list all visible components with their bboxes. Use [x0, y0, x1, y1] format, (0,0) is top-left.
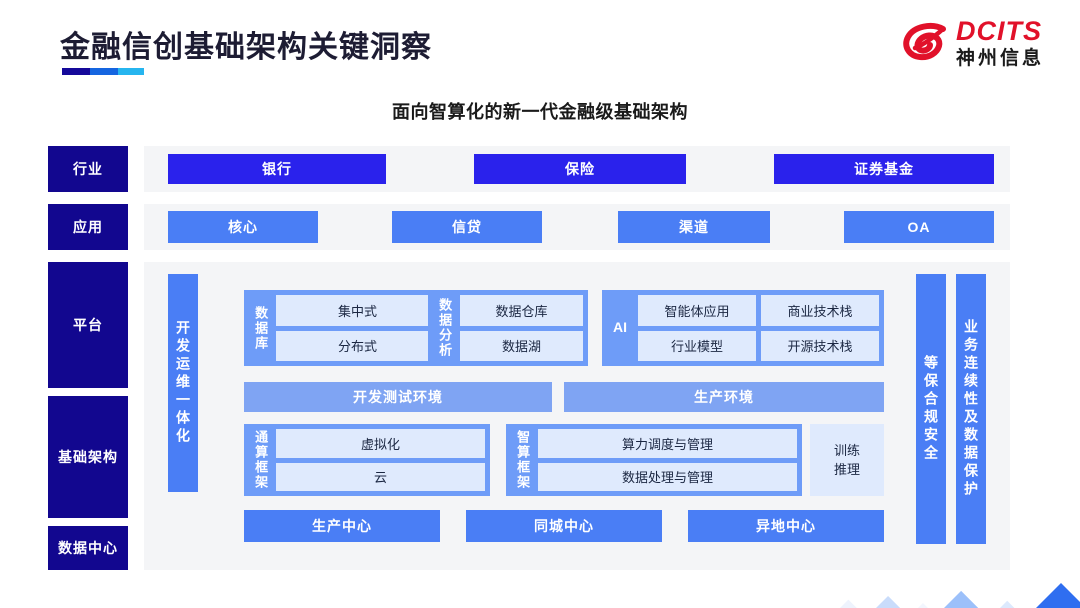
- group-ai-compute-framework[interactable]: 智算框架 算力调度与管理 数据处理与管理: [506, 424, 802, 496]
- deco-stripe-6: [1020, 582, 1080, 608]
- industry-row-panel: 银行 保险 证券基金: [144, 146, 1010, 192]
- group-data-analysis-cells: 数据仓库 数据湖: [460, 295, 583, 361]
- industry-chip-securities-fund[interactable]: 证券基金: [774, 154, 994, 184]
- logo-text-cn: 神州信息: [955, 48, 1044, 69]
- cell-compute-scheduling[interactable]: 算力调度与管理: [538, 429, 797, 458]
- deco-stripe-3: [906, 603, 1080, 608]
- env-bar-production[interactable]: 生产环境: [564, 382, 884, 412]
- deco-stripe-2: [864, 595, 1080, 608]
- group-ai[interactable]: AI 智能体应用 商业技术栈 行业模型 开源技术栈: [602, 290, 884, 366]
- cell-distributed[interactable]: 分布式: [276, 330, 439, 361]
- datacenter-chip-remote[interactable]: 异地中心: [688, 510, 884, 542]
- cell-cloud[interactable]: 云: [276, 462, 485, 491]
- group-general-compute-title: 通算框架: [253, 430, 269, 490]
- cell-centralized[interactable]: 集中式: [276, 295, 439, 326]
- group-ai-cells: 智能体应用 商业技术栈 行业模型 开源技术栈: [638, 295, 879, 361]
- inference-label: 推理: [833, 462, 860, 477]
- industry-chip-bank[interactable]: 银行: [168, 154, 386, 184]
- sidebar-item-industry[interactable]: 行业: [48, 146, 128, 192]
- sidebar-item-datacenter[interactable]: 数据中心: [48, 526, 128, 570]
- train-inference-box[interactable]: 训练 推理: [810, 424, 884, 496]
- group-general-compute-cells: 虚拟化 云: [276, 429, 485, 491]
- platform-row-panel: 开发运维一体化 数据库 集中式 分布式 数据分析 数据仓库 数据湖 AI 智能体…: [144, 262, 1010, 570]
- group-data-analysis[interactable]: 数据分析 数据仓库 数据湖: [428, 290, 588, 366]
- application-chip-core[interactable]: 核心: [168, 211, 318, 243]
- dcits-swirl-icon: [902, 20, 948, 66]
- industry-chip-insurance[interactable]: 保险: [474, 154, 686, 184]
- cell-data-processing[interactable]: 数据处理与管理: [538, 462, 797, 491]
- security-compliance-vertical-bar[interactable]: 等保合规安全: [916, 274, 946, 544]
- group-data-analysis-title: 数据分析: [437, 298, 453, 358]
- sidebar-item-platform[interactable]: 平台: [48, 262, 128, 388]
- env-bar-dev-test[interactable]: 开发测试环境: [244, 382, 552, 412]
- group-ai-compute-cells: 算力调度与管理 数据处理与管理: [538, 429, 797, 491]
- cell-data-warehouse[interactable]: 数据仓库: [460, 295, 583, 326]
- brand-logo: DCITS 神州信息: [902, 18, 1044, 68]
- devops-vertical-bar[interactable]: 开发运维一体化: [168, 274, 198, 492]
- title-accent-rule: [62, 68, 144, 75]
- cell-industry-model[interactable]: 行业模型: [638, 330, 756, 361]
- sidebar-item-infrastructure[interactable]: 基础架构: [48, 396, 128, 518]
- group-database-title: 数据库: [253, 305, 269, 351]
- group-database-cells: 集中式 分布式: [276, 295, 439, 361]
- cell-open-source-stack[interactable]: 开源技术栈: [761, 330, 879, 361]
- datacenter-chip-metro[interactable]: 同城中心: [466, 510, 662, 542]
- accent-segment-1: [62, 68, 90, 75]
- cell-data-lake[interactable]: 数据湖: [460, 330, 583, 361]
- diagram-subtitle: 面向智算化的新一代金融级基础架构: [392, 102, 688, 122]
- deco-stripe-5: [986, 600, 1080, 608]
- train-label: 训练: [833, 442, 860, 458]
- logo-wordmark: DCITS 神州信息: [955, 16, 1044, 69]
- cell-agent-application[interactable]: 智能体应用: [638, 295, 756, 326]
- deco-stripe-1: [840, 599, 1080, 608]
- group-general-compute-framework[interactable]: 通算框架 虚拟化 云: [244, 424, 490, 496]
- sidebar-item-application[interactable]: 应用: [48, 204, 128, 250]
- deco-stripe-4: [930, 590, 1080, 608]
- datacenter-chip-production[interactable]: 生产中心: [244, 510, 440, 542]
- cell-virtualization[interactable]: 虚拟化: [276, 429, 485, 458]
- logo-text-en: DCITS: [955, 16, 1042, 46]
- application-chip-oa[interactable]: OA: [844, 211, 994, 243]
- cell-commercial-stack[interactable]: 商业技术栈: [761, 295, 879, 326]
- accent-segment-2: [90, 68, 118, 75]
- page-title: 金融信创基础架构关键洞察: [60, 31, 432, 64]
- group-database[interactable]: 数据库 集中式 分布式: [244, 290, 444, 366]
- application-row-panel: 核心 信贷 渠道 OA: [144, 204, 1010, 250]
- group-ai-compute-title: 智算框架: [515, 430, 531, 490]
- application-chip-channel[interactable]: 渠道: [618, 211, 770, 243]
- group-ai-title: AI: [613, 319, 627, 336]
- application-chip-credit[interactable]: 信贷: [392, 211, 542, 243]
- accent-segment-3: [118, 68, 144, 75]
- page-header: 金融信创基础架构关键洞察 DCITS 神州信息: [0, 0, 1080, 92]
- business-continuity-vertical-bar[interactable]: 业务连续性及数据保护: [956, 274, 986, 544]
